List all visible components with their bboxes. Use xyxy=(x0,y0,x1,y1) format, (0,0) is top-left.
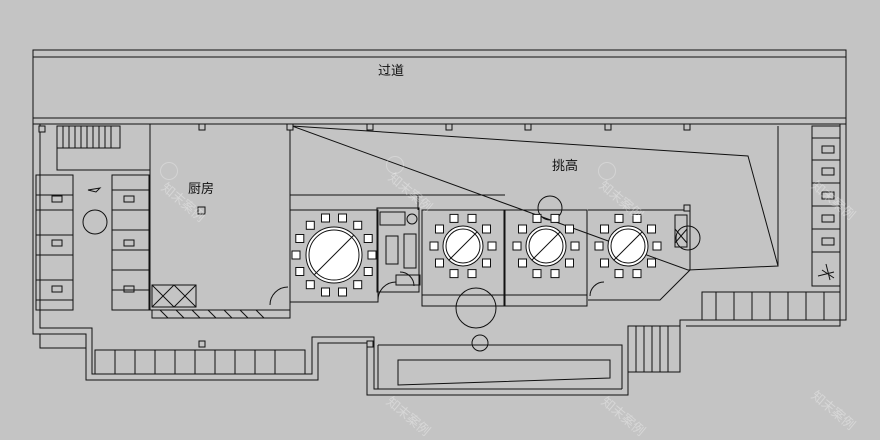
chair xyxy=(614,213,624,223)
lazy-susan xyxy=(308,229,360,281)
left-round-table xyxy=(82,209,108,235)
chair xyxy=(482,258,491,268)
chair xyxy=(449,213,459,223)
chair xyxy=(550,213,560,223)
dining-room-2 xyxy=(421,209,505,307)
chair xyxy=(550,269,560,279)
chair xyxy=(367,250,377,260)
chair xyxy=(295,267,305,276)
dining-room-3 xyxy=(504,209,588,307)
chair xyxy=(512,241,522,251)
chair xyxy=(435,258,444,268)
chair xyxy=(594,241,604,251)
chair xyxy=(467,213,477,223)
table-marker-line xyxy=(314,235,354,275)
round-tables xyxy=(291,213,662,297)
chair xyxy=(305,280,315,290)
dining-room-1 xyxy=(289,209,379,303)
chair xyxy=(532,213,542,223)
chair xyxy=(305,220,315,230)
chair xyxy=(291,250,301,260)
table-marker-line xyxy=(613,231,643,261)
dining-room-4 xyxy=(588,209,691,301)
chair xyxy=(467,269,477,279)
lazy-susan xyxy=(528,228,564,264)
chair xyxy=(518,258,527,268)
chair xyxy=(435,224,444,234)
stair-bottom-right xyxy=(627,325,681,373)
chair xyxy=(321,287,330,297)
corridor-outline xyxy=(32,49,847,125)
chair xyxy=(363,234,373,243)
chair xyxy=(647,258,656,268)
chair xyxy=(363,267,373,276)
chair xyxy=(614,269,624,279)
chair xyxy=(449,269,459,279)
chair xyxy=(600,224,609,234)
chair xyxy=(652,241,662,251)
chair xyxy=(429,241,439,251)
table-marker-line xyxy=(531,231,561,261)
table-marker-line xyxy=(448,231,478,261)
chair xyxy=(321,213,330,223)
chair xyxy=(647,224,656,234)
chair xyxy=(565,224,574,234)
chair xyxy=(570,241,580,251)
chair xyxy=(338,287,347,297)
chair xyxy=(487,241,497,251)
chair xyxy=(353,280,363,290)
chair xyxy=(632,213,642,223)
column-circle-1 xyxy=(455,287,497,329)
chair xyxy=(532,269,542,279)
kitchen-wall xyxy=(149,124,291,311)
chair xyxy=(600,258,609,268)
stair-top-left xyxy=(56,125,121,149)
chair xyxy=(518,224,527,234)
chair xyxy=(482,224,491,234)
chair xyxy=(632,269,642,279)
chair xyxy=(295,234,305,243)
lazy-susan xyxy=(445,228,481,264)
chair xyxy=(565,258,574,268)
plant-symbol xyxy=(817,263,835,281)
chair xyxy=(338,213,347,223)
chair xyxy=(353,220,363,230)
lazy-susan xyxy=(610,228,646,264)
